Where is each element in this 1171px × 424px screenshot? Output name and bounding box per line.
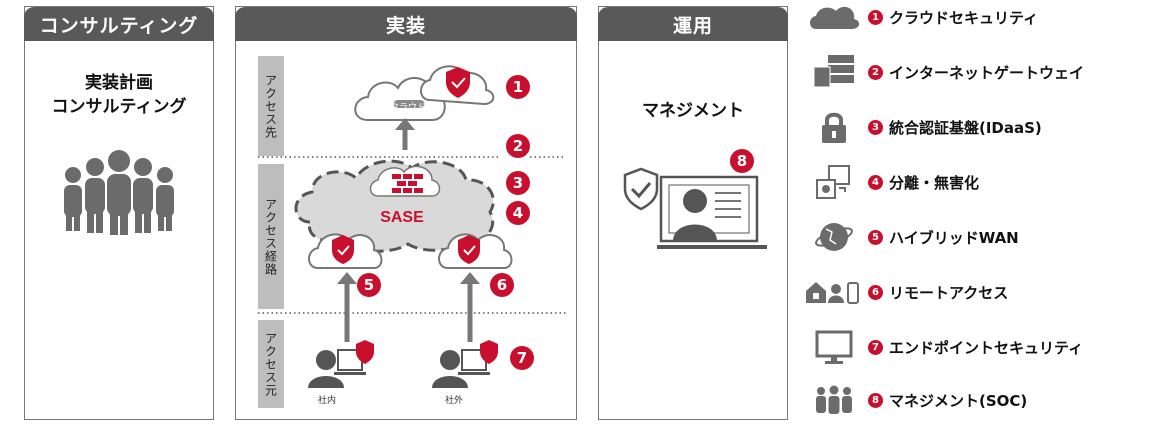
marker-8: 8 [730, 149, 754, 173]
legend-item-6: 6 リモートアクセス [800, 272, 1170, 312]
consulting-header: コンサルティング [24, 7, 214, 41]
external-user-icon [432, 340, 498, 388]
marker-7: 7 [510, 346, 534, 370]
lock-icon [822, 112, 846, 143]
marker-4: 4 [506, 201, 530, 225]
legend-item-2: 2 インターネットゲートウェイ [800, 52, 1170, 92]
sase-diagram: SASE クラウド [258, 65, 566, 388]
legend-item-8: 8 マネジメント(SOC) [800, 380, 1170, 420]
marker-3: 3 [506, 171, 530, 195]
globe-icon [815, 223, 853, 251]
sase-label: SASE [380, 209, 424, 226]
branch-cloud-left [308, 233, 383, 269]
legend-item-7: 7 エンドポイントセキュリティ [800, 327, 1170, 367]
access-destination-band: アクセス先 [258, 56, 284, 156]
marker-1: 1 [506, 75, 530, 99]
operator-monitor-icon [623, 167, 767, 249]
consulting-body-line1: 実装計画 [85, 73, 153, 93]
marker-2: 2 [506, 134, 530, 158]
access-source-band: アクセス元 [258, 320, 284, 408]
cloud-shield-icon [446, 67, 470, 98]
internal-label: 社内 [318, 396, 337, 406]
operation-panel: 運用 マネジメント 8 [598, 6, 788, 420]
cloud-label: クラウド [390, 102, 426, 113]
remote-access-icon [806, 282, 859, 304]
legend-text-1: クラウドセキュリティ [889, 8, 1039, 27]
cloud-icon [810, 6, 860, 29]
consulting-body-line2: コンサルティング [51, 97, 187, 117]
people-group-icon [64, 150, 174, 235]
access-route-band: アクセス経路 [258, 164, 284, 309]
marker-5: 5 [357, 273, 381, 297]
marker-6: 6 [490, 273, 514, 297]
implementation-header: 実装 [235, 7, 577, 41]
branch-cloud-right [438, 233, 513, 269]
consulting-panel: コンサルティング 実装計画 コンサルティング [24, 6, 214, 420]
legend-text-8: マネジメント(SOC) [889, 391, 1028, 410]
legend-text-6: リモートアクセス [889, 283, 1009, 302]
legend-text-3: 統合認証基盤(IDaaS) [889, 118, 1042, 137]
legend-item-4: 4 分離・無害化 [800, 162, 1170, 202]
legend-text-7: エンドポイントセキュリティ [889, 338, 1084, 357]
monitor-icon [815, 330, 853, 364]
gateway-server-icon [814, 55, 854, 88]
legend-item-3: 3 統合認証基盤(IDaaS) [800, 107, 1170, 147]
management-label: マネジメント [642, 101, 744, 121]
legend-item-5: 5 ハイブリッドWAN [800, 217, 1170, 257]
legend-text-4: 分離・無害化 [889, 173, 980, 192]
legend-item-1: 1 クラウドセキュリティ [800, 0, 1170, 37]
legend-text-2: インターネットゲートウェイ [889, 63, 1085, 82]
legend-text-5: ハイブリッドWAN [889, 228, 1019, 247]
external-label: 社外 [445, 396, 464, 406]
isolation-icon [816, 165, 850, 199]
internal-user-icon [308, 340, 374, 388]
firewall-icon [369, 165, 441, 197]
team-icon [816, 385, 852, 414]
operation-header: 運用 [598, 7, 788, 41]
